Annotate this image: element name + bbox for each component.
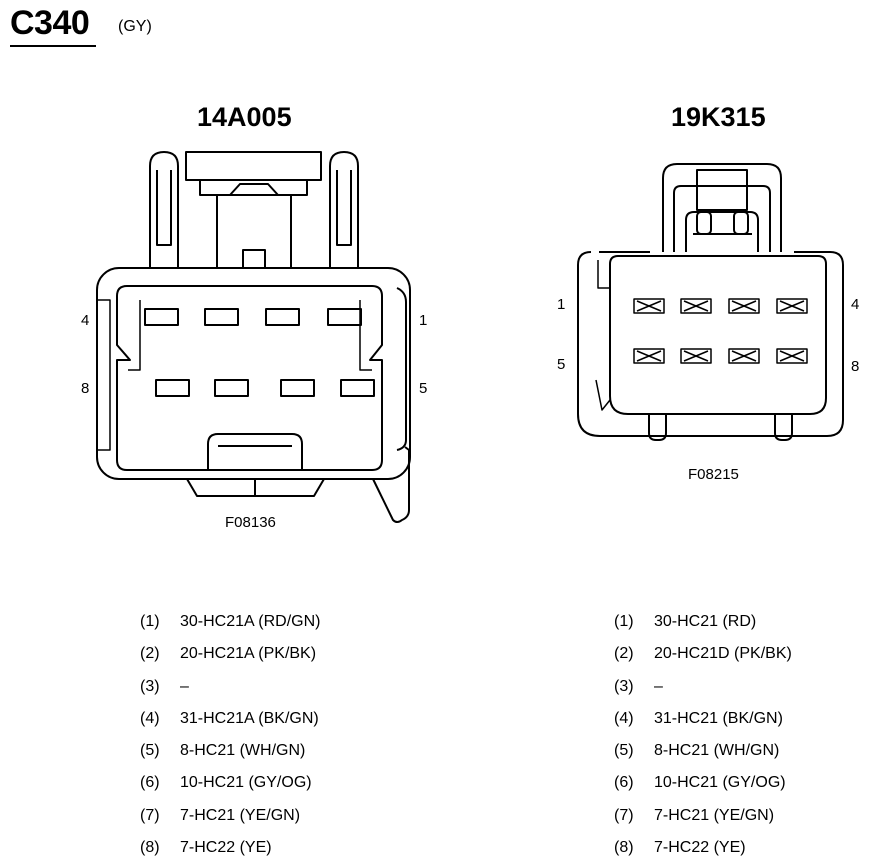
pin-label-bottom-left: 5 (557, 356, 566, 373)
list-item: (6) 10-HC21 (GY/OG) (614, 767, 854, 799)
pin-label-bottom-right: 5 (419, 380, 428, 397)
pin-circuit: 31-HC21A (BK/GN) (180, 709, 319, 727)
pin-circuit: 10-HC21 (GY/OG) (180, 774, 312, 792)
pin-number: (2) (614, 645, 634, 663)
pin-number: (8) (140, 839, 160, 857)
pin-number: (6) (614, 774, 634, 792)
list-item: (4) 31-HC21 (BK/GN) (614, 703, 854, 735)
list-item: (5) 8-HC21 (WH/GN) (140, 735, 440, 767)
title-underline (10, 45, 96, 47)
list-item: (7) 7-HC21 (YE/GN) (614, 800, 854, 832)
pin-number: (5) (614, 742, 634, 760)
pin-number: (7) (140, 806, 160, 824)
pin-label-top-right: 4 (851, 296, 860, 313)
list-item: (7) 7-HC21 (YE/GN) (140, 800, 440, 832)
connector-19k315-cavities (633, 298, 808, 364)
list-item: (3) – (140, 671, 440, 703)
pin-label-top-left: 4 (81, 312, 90, 329)
pin-circuit: 31-HC21 (BK/GN) (654, 709, 783, 727)
list-item: (1) 30-HC21 (RD) (614, 606, 854, 638)
connector-19k315-drawing (577, 163, 844, 441)
list-item: (5) 8-HC21 (WH/GN) (614, 735, 854, 767)
pin-circuit: 30-HC21A (RD/GN) (180, 613, 321, 630)
pin-label-top-left: 1 (557, 296, 566, 313)
pin-circuit: 8-HC21 (WH/GN) (654, 742, 780, 760)
list-item: (4) 31-HC21A (BK/GN) (140, 703, 440, 735)
pin-circuit: 30-HC21 (RD) (654, 613, 757, 630)
pin-circuit: – (180, 677, 189, 695)
list-item: (8) 7-HC22 (YE) (140, 832, 440, 864)
connector-14a005-drawing (96, 151, 411, 523)
pin-number: (8) (614, 839, 634, 857)
pin-circuit: 8-HC21 (WH/GN) (180, 742, 306, 760)
connector-name-14a005: 14A005 (197, 102, 292, 132)
list-item: (2) 20-HC21A (PK/BK) (140, 638, 440, 670)
pin-number: (3) (140, 677, 160, 695)
pin-number: (5) (140, 742, 160, 760)
pin-number: (7) (614, 806, 634, 824)
pin-label-top-right: 1 (419, 312, 428, 329)
pin-circuit: 10-HC21 (GY/OG) (654, 774, 786, 792)
connector-color-code: (GY) (118, 18, 152, 35)
pin-circuit: 7-HC21 (YE/GN) (654, 806, 775, 824)
pin-circuit: 7-HC21 (YE/GN) (180, 806, 301, 824)
pin-circuit: 20-HC21D (PK/BK) (654, 645, 792, 663)
list-item: (1) 30-HC21A (RD/GN) (140, 606, 440, 638)
list-item: (2) 20-HC21D (PK/BK) (614, 638, 854, 670)
pin-circuit: – (654, 677, 663, 695)
pin-label-bottom-left: 8 (81, 380, 90, 397)
pin-number: (2) (140, 645, 160, 663)
figure-code-19k315: F08215 (688, 466, 739, 483)
pin-number: (3) (614, 677, 634, 695)
pin-circuit: 20-HC21A (PK/BK) (180, 645, 317, 663)
figure-code-14a005: F08136 (225, 514, 276, 531)
pin-label-bottom-right: 8 (851, 358, 860, 375)
pin-number: (4) (140, 709, 160, 727)
pin-number: (1) (140, 613, 160, 630)
pin-number: (1) (614, 613, 634, 630)
list-item: (3) – (614, 671, 854, 703)
pin-circuit: 7-HC22 (YE) (180, 839, 272, 857)
pin-number: (6) (140, 774, 160, 792)
pin-number: (4) (614, 709, 634, 727)
connector-id-title: C340 (10, 4, 90, 42)
pin-list-19k315: (1) 30-HC21 (RD) (2) 20-HC21D (PK/BK) (3) –… (614, 606, 854, 864)
pin-list-14a005: (1)30-HC21A (RD/GN) (2)20-HC21A (PK/BK) … (140, 606, 440, 864)
pin-circuit: 7-HC22 (YE) (654, 839, 746, 857)
list-item: (8) 7-HC22 (YE) (614, 832, 854, 864)
connector-name-19k315: 19K315 (671, 102, 766, 132)
list-item: (6) 10-HC21 (GY/OG) (140, 767, 440, 799)
